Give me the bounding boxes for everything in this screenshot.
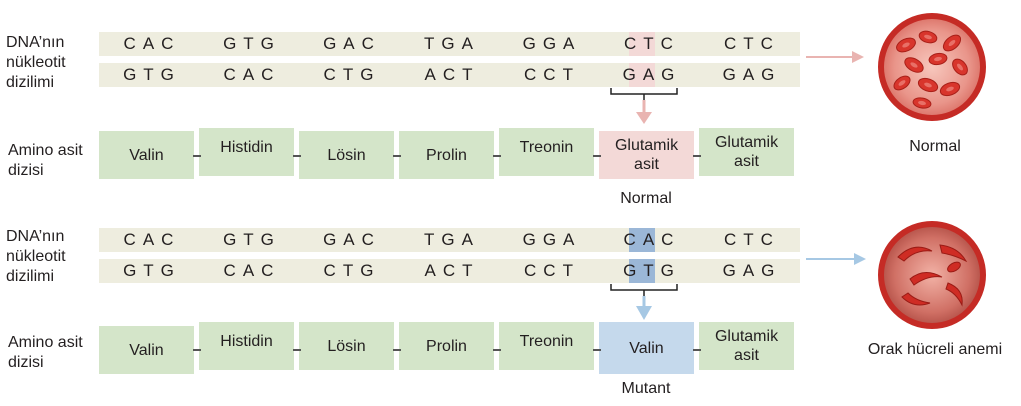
mutant-cell-caption: Orak hücreli anemi (867, 341, 1003, 358)
codon: ACT (424, 65, 480, 84)
codon: ACT (424, 261, 480, 280)
normal-caption: Normal (620, 190, 672, 207)
codon: CCT (524, 65, 580, 84)
codon: CCT (524, 261, 580, 280)
codon: GTG (223, 34, 281, 53)
peptide-bond (493, 155, 501, 157)
codon-bracket-normal (610, 88, 678, 100)
amino-acid-box: Lösin (299, 322, 394, 370)
codon: GTG (223, 230, 281, 249)
codon: GAC (323, 34, 381, 53)
dna-sequence-label-normal: DNA’nın nükleotit dizilimi (6, 34, 66, 91)
mutation-highlight (629, 259, 655, 283)
dna-top-strand-mutant: CAC GTG GAC TGA GGA CAC CTC (99, 228, 800, 252)
codon: CTG (323, 65, 381, 84)
normal-cell-caption: Normal (909, 138, 961, 155)
amino-acid-box: Histidin (199, 322, 294, 370)
codon-bracket-mutant (610, 284, 678, 296)
peptide-bond (593, 349, 601, 351)
normal-red-blood-cells-image (878, 13, 986, 121)
down-arrow-mutant-head (636, 306, 652, 320)
codon: CAC (123, 34, 181, 53)
codon: TGA (424, 230, 480, 249)
codon: GAG (622, 65, 682, 84)
down-arrow-normal-head (636, 112, 652, 124)
codon: CAC (123, 230, 181, 249)
dna-top-strand-normal: CAC GTG GAC TGA GGA CTC CTC (99, 32, 800, 56)
codon: GAG (722, 261, 782, 280)
codon: TGA (424, 34, 480, 53)
amino-acid-box: Valin (99, 131, 194, 179)
peptide-bond (293, 155, 301, 157)
codon: GAC (323, 230, 381, 249)
amino-acid-box-mutation-site: Glutamik asit (599, 131, 694, 179)
codon: CTC (624, 34, 680, 53)
mutation-highlight (629, 228, 655, 252)
dna-bottom-strand-mutant: GTG CAC CTG ACT CCT GTG GAG (99, 259, 800, 283)
amino-acid-box: Prolin (399, 322, 494, 370)
codon: GGA (522, 230, 582, 249)
amino-acid-box: Valin (99, 326, 194, 374)
peptide-bond (493, 349, 501, 351)
mutation-highlight (629, 32, 655, 56)
codon: GTG (623, 261, 681, 280)
amino-acid-box: Treonin (499, 322, 594, 370)
codon: CTC (724, 34, 780, 53)
sickle-cell-image (878, 221, 986, 329)
codon: GAG (722, 65, 782, 84)
dna-bottom-strand-normal: GTG CAC CTG ACT CCT GAG GAG (99, 63, 800, 87)
codon: GTG (123, 261, 181, 280)
codon: CTG (323, 261, 381, 280)
mutation-highlight (629, 63, 655, 87)
peptide-bond (593, 155, 601, 157)
codon: CAC (223, 65, 281, 84)
dna-sequence-label-mutant: DNA’nın nükleotit dizilimi (6, 228, 66, 285)
peptide-bond (693, 349, 701, 351)
amino-acid-box: Lösin (299, 131, 394, 179)
codon: GGA (522, 34, 582, 53)
peptide-bond (193, 155, 201, 157)
codon: CAC (223, 261, 281, 280)
codon: CAC (623, 230, 681, 249)
codon: CTC (724, 230, 780, 249)
amino-acid-box: Prolin (399, 131, 494, 179)
codon: GTG (123, 65, 181, 84)
amino-acid-box: Glutamik asit (699, 128, 794, 176)
mutant-caption: Mutant (621, 380, 671, 397)
amino-acid-box-mutation-site: Valin (599, 322, 694, 374)
peptide-bond (393, 349, 401, 351)
amino-acid-box: Glutamik asit (699, 322, 794, 370)
amino-acid-box: Histidin (199, 128, 294, 176)
amino-acid-label-normal: Amino asit dizisi (8, 142, 83, 179)
peptide-bond (193, 349, 201, 351)
amino-acid-label-mutant: Amino asit dizisi (8, 334, 83, 371)
peptide-bond (293, 349, 301, 351)
amino-acid-box: Treonin (499, 128, 594, 176)
peptide-bond (393, 155, 401, 157)
peptide-bond (693, 155, 701, 157)
